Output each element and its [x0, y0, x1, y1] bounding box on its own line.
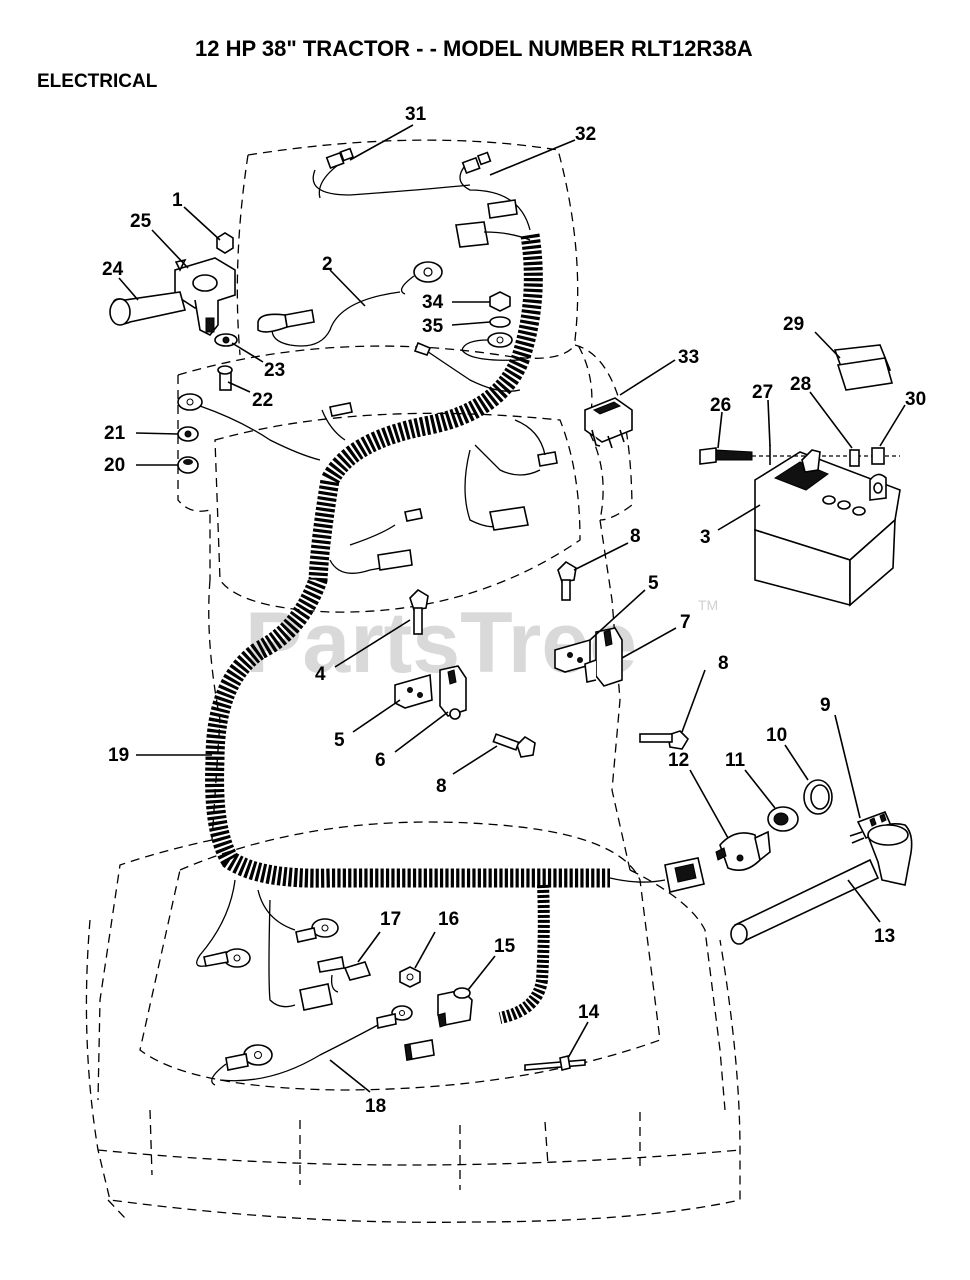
callout-32: 32 — [575, 124, 596, 145]
callout-9: 9 — [820, 695, 831, 716]
callout-30: 30 — [905, 389, 926, 410]
callout-17: 17 — [380, 909, 401, 930]
ground-wire — [257, 261, 443, 347]
ignition-key — [730, 823, 913, 945]
callout-5-left: 5 — [334, 730, 345, 751]
callout-14: 14 — [578, 1002, 600, 1023]
callout-29: 29 — [783, 314, 804, 335]
callout-16: 16 — [438, 909, 459, 930]
callout-10: 10 — [766, 725, 787, 746]
callout-7: 7 — [680, 612, 691, 633]
ignition-switch-assembly — [109, 232, 238, 391]
callout-11: 11 — [725, 750, 746, 771]
callout-2: 2 — [322, 254, 333, 275]
callout-15: 15 — [494, 936, 516, 957]
callout-8-bottom: 8 — [436, 776, 447, 797]
callout-12: 12 — [668, 750, 689, 771]
callout-23: 23 — [264, 360, 285, 381]
callout-4: 4 — [315, 664, 326, 685]
callout-20: 20 — [104, 455, 125, 476]
callout-35: 35 — [422, 316, 444, 337]
leader-lines — [118, 124, 906, 1093]
callout-24: 24 — [102, 259, 124, 280]
headlight-harness — [312, 147, 531, 248]
callout-8-right: 8 — [718, 653, 729, 674]
harness-plug — [609, 857, 705, 893]
callout-27: 27 — [752, 382, 773, 403]
callout-33: 33 — [678, 347, 699, 368]
callout-13: 13 — [874, 926, 895, 947]
callout-numbers: 31 32 1 25 24 2 34 35 23 22 29 33 26 27 … — [102, 104, 926, 1117]
callout-26: 26 — [710, 395, 731, 416]
section-label: ELECTRICAL — [37, 71, 158, 92]
bolts — [409, 560, 690, 758]
rear-harness-parts — [196, 879, 586, 1086]
callout-22: 22 — [252, 390, 273, 411]
callout-25: 25 — [130, 211, 152, 232]
wiring-harness-coil — [205, 233, 610, 1024]
callout-34: 34 — [422, 292, 444, 313]
page-title: 12 HP 38" TRACTOR - - MODEL NUMBER RLT12… — [195, 36, 753, 61]
tractor-outline — [85, 139, 741, 1223]
brackets-and-safety-switches — [394, 627, 623, 720]
callout-3: 3 — [700, 527, 711, 548]
callout-6: 6 — [375, 750, 386, 771]
rocker-switch — [584, 397, 633, 449]
callout-19: 19 — [108, 745, 129, 766]
nut-and-washer — [413, 291, 521, 392]
watermark-tm: TM — [698, 597, 718, 613]
callout-28: 28 — [790, 374, 811, 395]
callout-21: 21 — [104, 423, 126, 444]
ground-ring-and-washers — [177, 393, 321, 474]
ignition-components — [715, 779, 894, 871]
harness-connectors-center — [321, 402, 558, 574]
callout-1: 1 — [172, 190, 183, 211]
callout-5-right: 5 — [648, 573, 659, 594]
battery-assembly — [699, 344, 901, 607]
callout-18: 18 — [365, 1096, 386, 1117]
callout-31: 31 — [405, 104, 427, 125]
callout-8-top: 8 — [630, 526, 641, 547]
